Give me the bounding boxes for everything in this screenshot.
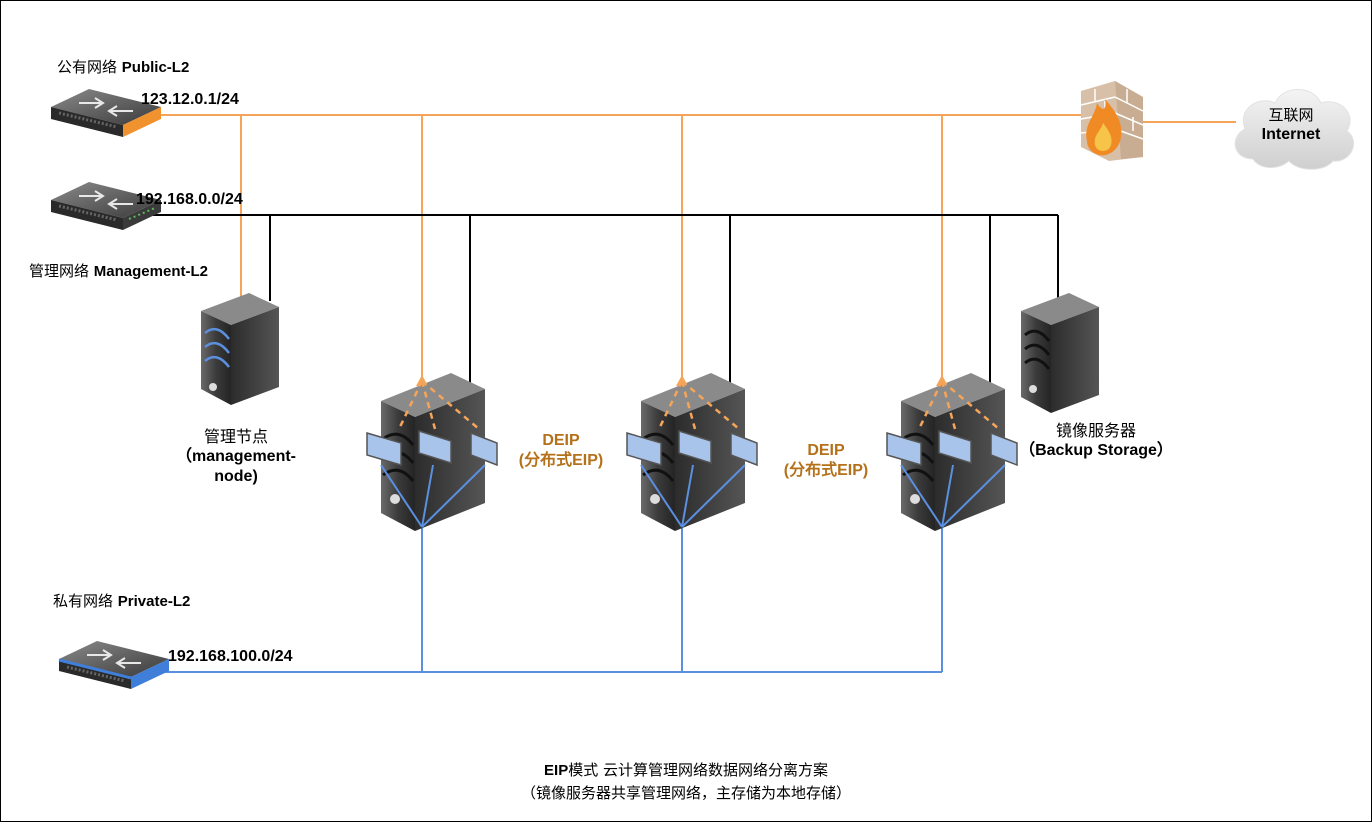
private-network-name-cn: 私有网络 <box>53 592 114 610</box>
diagram-caption: EIP模式 云计算管理网络数据网络分离方案 （镜像服务器共享管理网络，主存储为本… <box>1 759 1371 804</box>
management-network-lines <box>151 214 1059 389</box>
deip-1-line1: DEIP <box>542 432 580 449</box>
private-network-name-en: Private-L2 <box>117 593 191 610</box>
private-switch-icon <box>58 641 169 689</box>
private-cidr-label: 192.168.100.0/24 <box>168 648 293 665</box>
public-network-name-en: Public-L2 <box>121 59 190 76</box>
management-node-line2: （management- <box>175 448 297 465</box>
firewall-icon <box>1080 81 1144 161</box>
caption-line1: EIP模式 云计算管理网络数据网络分离方案 <box>1 759 1371 782</box>
caption-line2: （镜像服务器共享管理网络，主存储为本地存储） <box>520 784 851 802</box>
internet-name-en: Internet <box>1261 126 1321 143</box>
backup-storage-label: 镜像服务器 （Backup Storage） <box>1011 421 1181 461</box>
management-node-server-icon <box>201 293 279 405</box>
public-network-label: 公有网络 Public-L2 <box>57 57 189 78</box>
internet-cloud-icon <box>1234 89 1354 170</box>
management-network-name-cn: 管理网络 <box>29 262 90 280</box>
public-network-name-cn: 公有网络 <box>57 58 118 76</box>
management-node-line1: 管理节点 <box>203 427 268 446</box>
deip-label-2: DEIP (分布式EIP) <box>771 441 881 481</box>
management-node-line3: node) <box>214 468 258 485</box>
deip-1-line2: (分布式EIP) <box>518 452 604 469</box>
private-network-label: 私有网络 Private-L2 <box>53 591 190 612</box>
deip-2-line2: (分布式EIP) <box>783 462 869 479</box>
caption-line1-rest: 模式 云计算管理网络数据网络分离方案 <box>568 761 828 779</box>
management-network-name-en: Management-L2 <box>93 263 208 280</box>
public-cidr-label: 123.12.0.1/24 <box>141 91 239 108</box>
public-network-lines <box>151 114 1236 381</box>
compute-host-3-icon <box>886 373 1018 531</box>
backup-storage-server-icon <box>1021 293 1099 413</box>
backup-storage-line2: （Backup Storage） <box>1019 442 1173 459</box>
internet-name-cn: 互联网 <box>1268 106 1314 124</box>
compute-host-1-icon <box>366 373 498 531</box>
public-switch-icon <box>51 89 161 137</box>
private-network-lines <box>159 527 943 673</box>
deip-label-1: DEIP (分布式EIP) <box>506 431 616 471</box>
management-node-label: 管理节点 （management- node) <box>161 427 311 487</box>
deip-2-line1: DEIP <box>807 442 845 459</box>
compute-host-2-icon <box>626 373 758 531</box>
management-cidr-label: 192.168.0.0/24 <box>136 191 243 208</box>
internet-label: 互联网 Internet <box>1241 105 1341 145</box>
management-switch-icon <box>51 182 161 230</box>
caption-line1-bold: EIP <box>544 762 569 779</box>
management-network-label: 管理网络 Management-L2 <box>29 261 208 282</box>
backup-storage-line1: 镜像服务器 <box>1055 421 1136 440</box>
